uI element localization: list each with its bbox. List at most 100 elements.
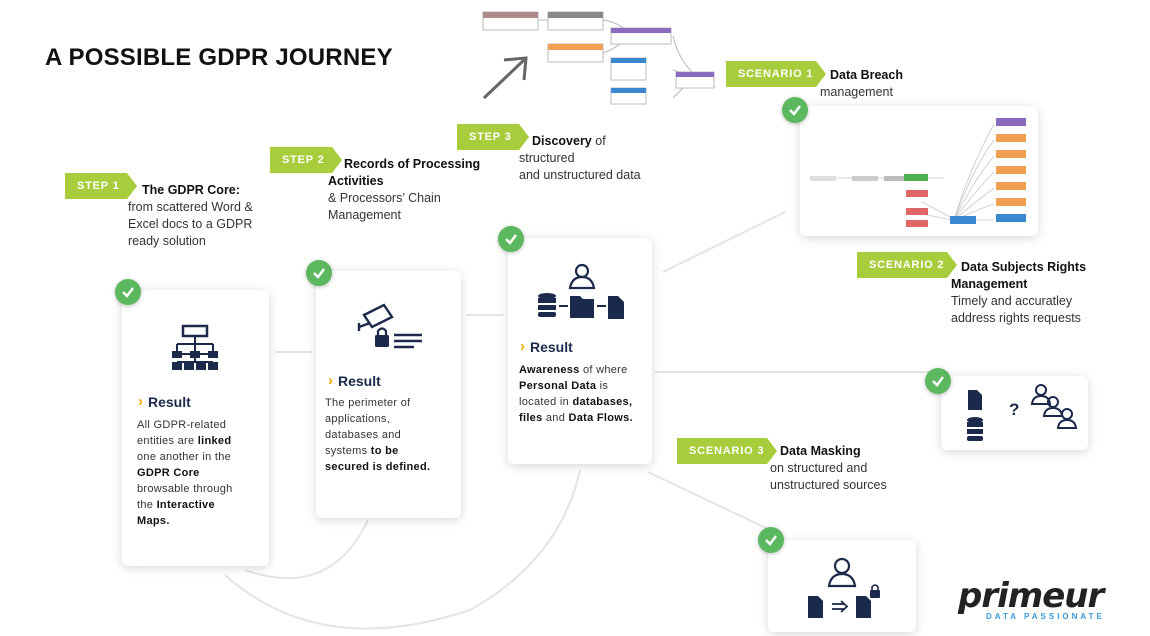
file-database-icon — [967, 390, 983, 441]
page-title: A POSSIBLE GDPR JOURNEY — [45, 44, 393, 71]
result-text-line: All GDPR-related — [137, 417, 262, 433]
data-masking-icon — [808, 557, 880, 618]
logo-tagline: DATA PASSIONATE — [986, 612, 1105, 621]
check-icon — [758, 527, 784, 553]
result-heading: › Result — [520, 338, 573, 355]
result-text-bold: Data Flows. — [568, 412, 633, 424]
question-mark: ? — [1009, 400, 1020, 419]
result-text-bold: Maps. — [137, 515, 170, 527]
step-2-tag: STEP 2 — [270, 147, 342, 173]
result-text-segment: entities are — [137, 435, 198, 447]
result-text-segment: and — [542, 412, 569, 424]
result-text-line: The perimeter of — [325, 395, 455, 411]
result-text-segment: is — [596, 380, 609, 392]
result-text-bold: databases, — [572, 396, 633, 408]
result-text-bold: Interactive — [156, 499, 215, 511]
result-text-segment: databases and — [325, 429, 402, 441]
step-1-line: Excel docs to a GDPR — [128, 217, 253, 231]
result-text-bold: to be — [370, 445, 399, 457]
step-2-line: Management — [328, 208, 401, 222]
check-icon — [115, 279, 141, 305]
result-text-bold: Awareness — [519, 364, 580, 376]
result-text-segment: browsable through — [137, 483, 233, 495]
scenario-3-line: on structured and — [770, 461, 868, 475]
result-text-segment: of where — [579, 364, 628, 376]
result-text-bold: files — [519, 412, 543, 424]
step-2-heading: Records of Processing — [344, 157, 481, 171]
scenario-1-description: Data Breach management — [820, 67, 980, 101]
result-text-line: secured is defined. — [325, 459, 455, 475]
result-label: Result — [530, 338, 573, 355]
chevron-right-icon: › — [138, 393, 143, 410]
result-text-line: one another in the — [137, 449, 262, 465]
result-text-line: Personal Data is — [519, 378, 647, 394]
step-3-heading: Discovery — [532, 134, 592, 148]
result-text-bold: linked — [197, 435, 232, 447]
chevron-right-icon: › — [328, 372, 333, 389]
logo-wordmark: primeur — [958, 576, 1104, 616]
result-text-bold: secured is defined. — [325, 461, 431, 473]
scenario-3-line: unstructured sources — [770, 478, 887, 492]
result-text-line: Maps. — [137, 513, 262, 529]
scenario-3-heading: Data Masking — [780, 444, 861, 458]
camera-lock-icon — [357, 303, 422, 349]
scenario-2-tag: SCENARIO 2 — [857, 252, 957, 278]
scenario-3-description: Data Masking on structured and unstructu… — [770, 443, 940, 494]
step-3-line: structured — [519, 151, 575, 165]
scenario-2-line: Timely and accuratley — [951, 294, 1073, 308]
result-text-segment: located in — [519, 396, 573, 408]
chevron-right-icon: › — [520, 338, 525, 355]
data-breach-map-card — [800, 106, 1038, 236]
result-heading: › Result — [138, 393, 191, 410]
result-text-segment: The perimeter of — [325, 397, 411, 409]
result-label: Result — [148, 393, 191, 410]
check-icon — [925, 368, 951, 394]
scenario-1-tag: SCENARIO 1 — [726, 61, 826, 87]
result-text-line: entities are linked — [137, 433, 262, 449]
check-icon — [498, 226, 524, 252]
step-1-heading: The GDPR Core: — [142, 183, 240, 197]
step-2-description: Records of Processing Activities & Proce… — [328, 156, 488, 224]
result-card-gdpr-core: › Result All GDPR-related entities are lin… — [122, 290, 269, 566]
result-text-segment: All GDPR-related — [137, 419, 227, 431]
scenario-3-tag: SCENARIO 3 — [677, 438, 777, 464]
scenario-2-heading-line2: Management — [951, 277, 1028, 291]
data-masking-card — [768, 540, 916, 632]
data-breach-interactive-map — [810, 118, 1026, 227]
step-1-line: from scattered Word & — [128, 200, 253, 214]
step-1-line: ready solution — [128, 234, 206, 248]
scenario-1-line: management — [820, 85, 893, 99]
person-data-flow-icon — [538, 263, 624, 319]
primeur-logo: primeur DATA PASSIONATE — [958, 576, 1105, 621]
result-text-line: databases and — [325, 427, 455, 443]
step-3-tag: STEP 3 — [457, 124, 529, 150]
step-1-tag: STEP 1 — [65, 173, 137, 199]
step-2-heading-line2: Activities — [328, 174, 384, 188]
result-text: All GDPR-related entities are linked one a… — [137, 417, 262, 529]
scenario-2-heading: Data Subjects Rights — [961, 260, 1087, 274]
scenario-2-line: address rights requests — [951, 311, 1081, 325]
users-group-icon — [1030, 384, 1078, 429]
step-2-line: & Processors’ Chain — [328, 191, 441, 205]
result-text-line: browsable through — [137, 481, 262, 497]
result-text-line: the Interactive — [137, 497, 262, 513]
result-text-line: systems to be — [325, 443, 455, 459]
result-text-bold: GDPR Core — [137, 467, 200, 479]
scenario-1-heading: Data Breach — [830, 68, 903, 82]
result-text-line: Awareness of where — [519, 362, 647, 378]
result-text-bold: Personal Data — [519, 380, 597, 392]
step-3-description: Discovery of structured and unstructured… — [519, 133, 679, 184]
result-label: Result — [338, 372, 381, 389]
result-text-line: located in databases, — [519, 394, 647, 410]
check-icon — [782, 97, 808, 123]
result-text-segment: one another in the — [137, 451, 232, 463]
check-icon — [306, 260, 332, 286]
step-3-heading-suffix: of — [591, 134, 606, 148]
result-text-line: files and Data Flows. — [519, 410, 647, 426]
step-1-description: The GDPR Core: from scattered Word & Exc… — [128, 182, 278, 250]
interactive-map-thumbnail — [482, 11, 715, 105]
